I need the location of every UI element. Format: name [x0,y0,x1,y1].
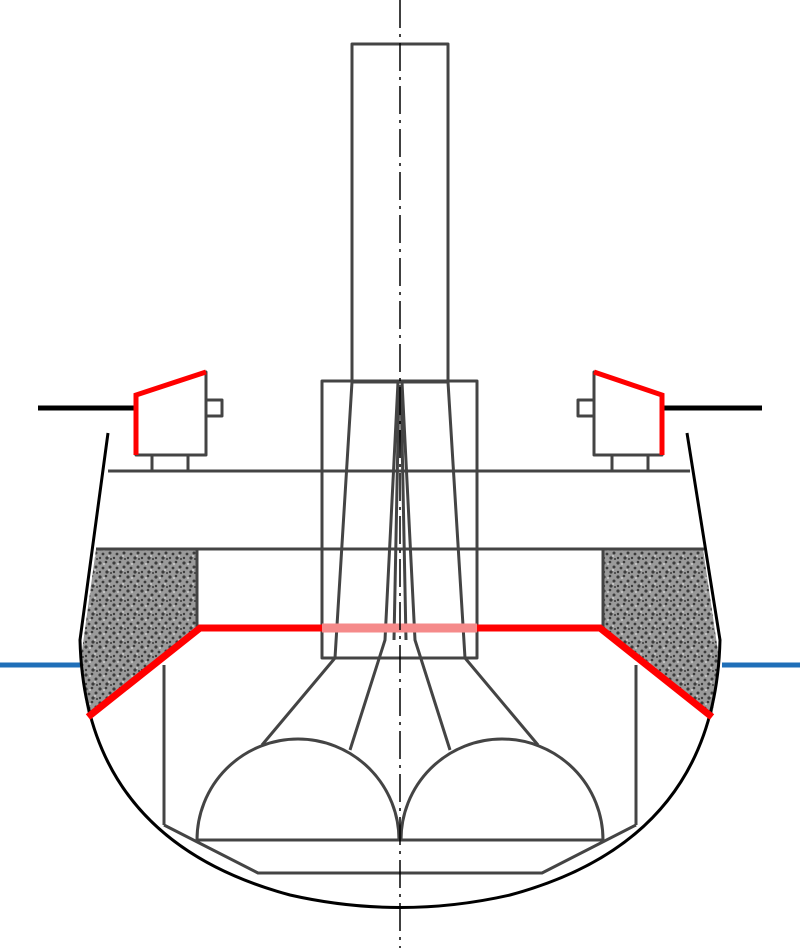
hinged-lid-icon [576,369,665,473]
leg-outer-left [260,381,354,746]
red-floor-right [477,624,715,720]
leg-inner-left [348,381,400,751]
ballast-left [80,549,197,717]
bulb-left [195,737,401,841]
red-floor-left [85,624,322,720]
leg-inner-right [400,381,452,751]
bulb-right [399,737,605,841]
leg-center-left [392,384,401,641]
hinged-lid-icon [133,369,224,473]
leg-center-right [399,384,408,641]
ballast-right [603,549,720,717]
leg-outer-right [446,381,540,746]
